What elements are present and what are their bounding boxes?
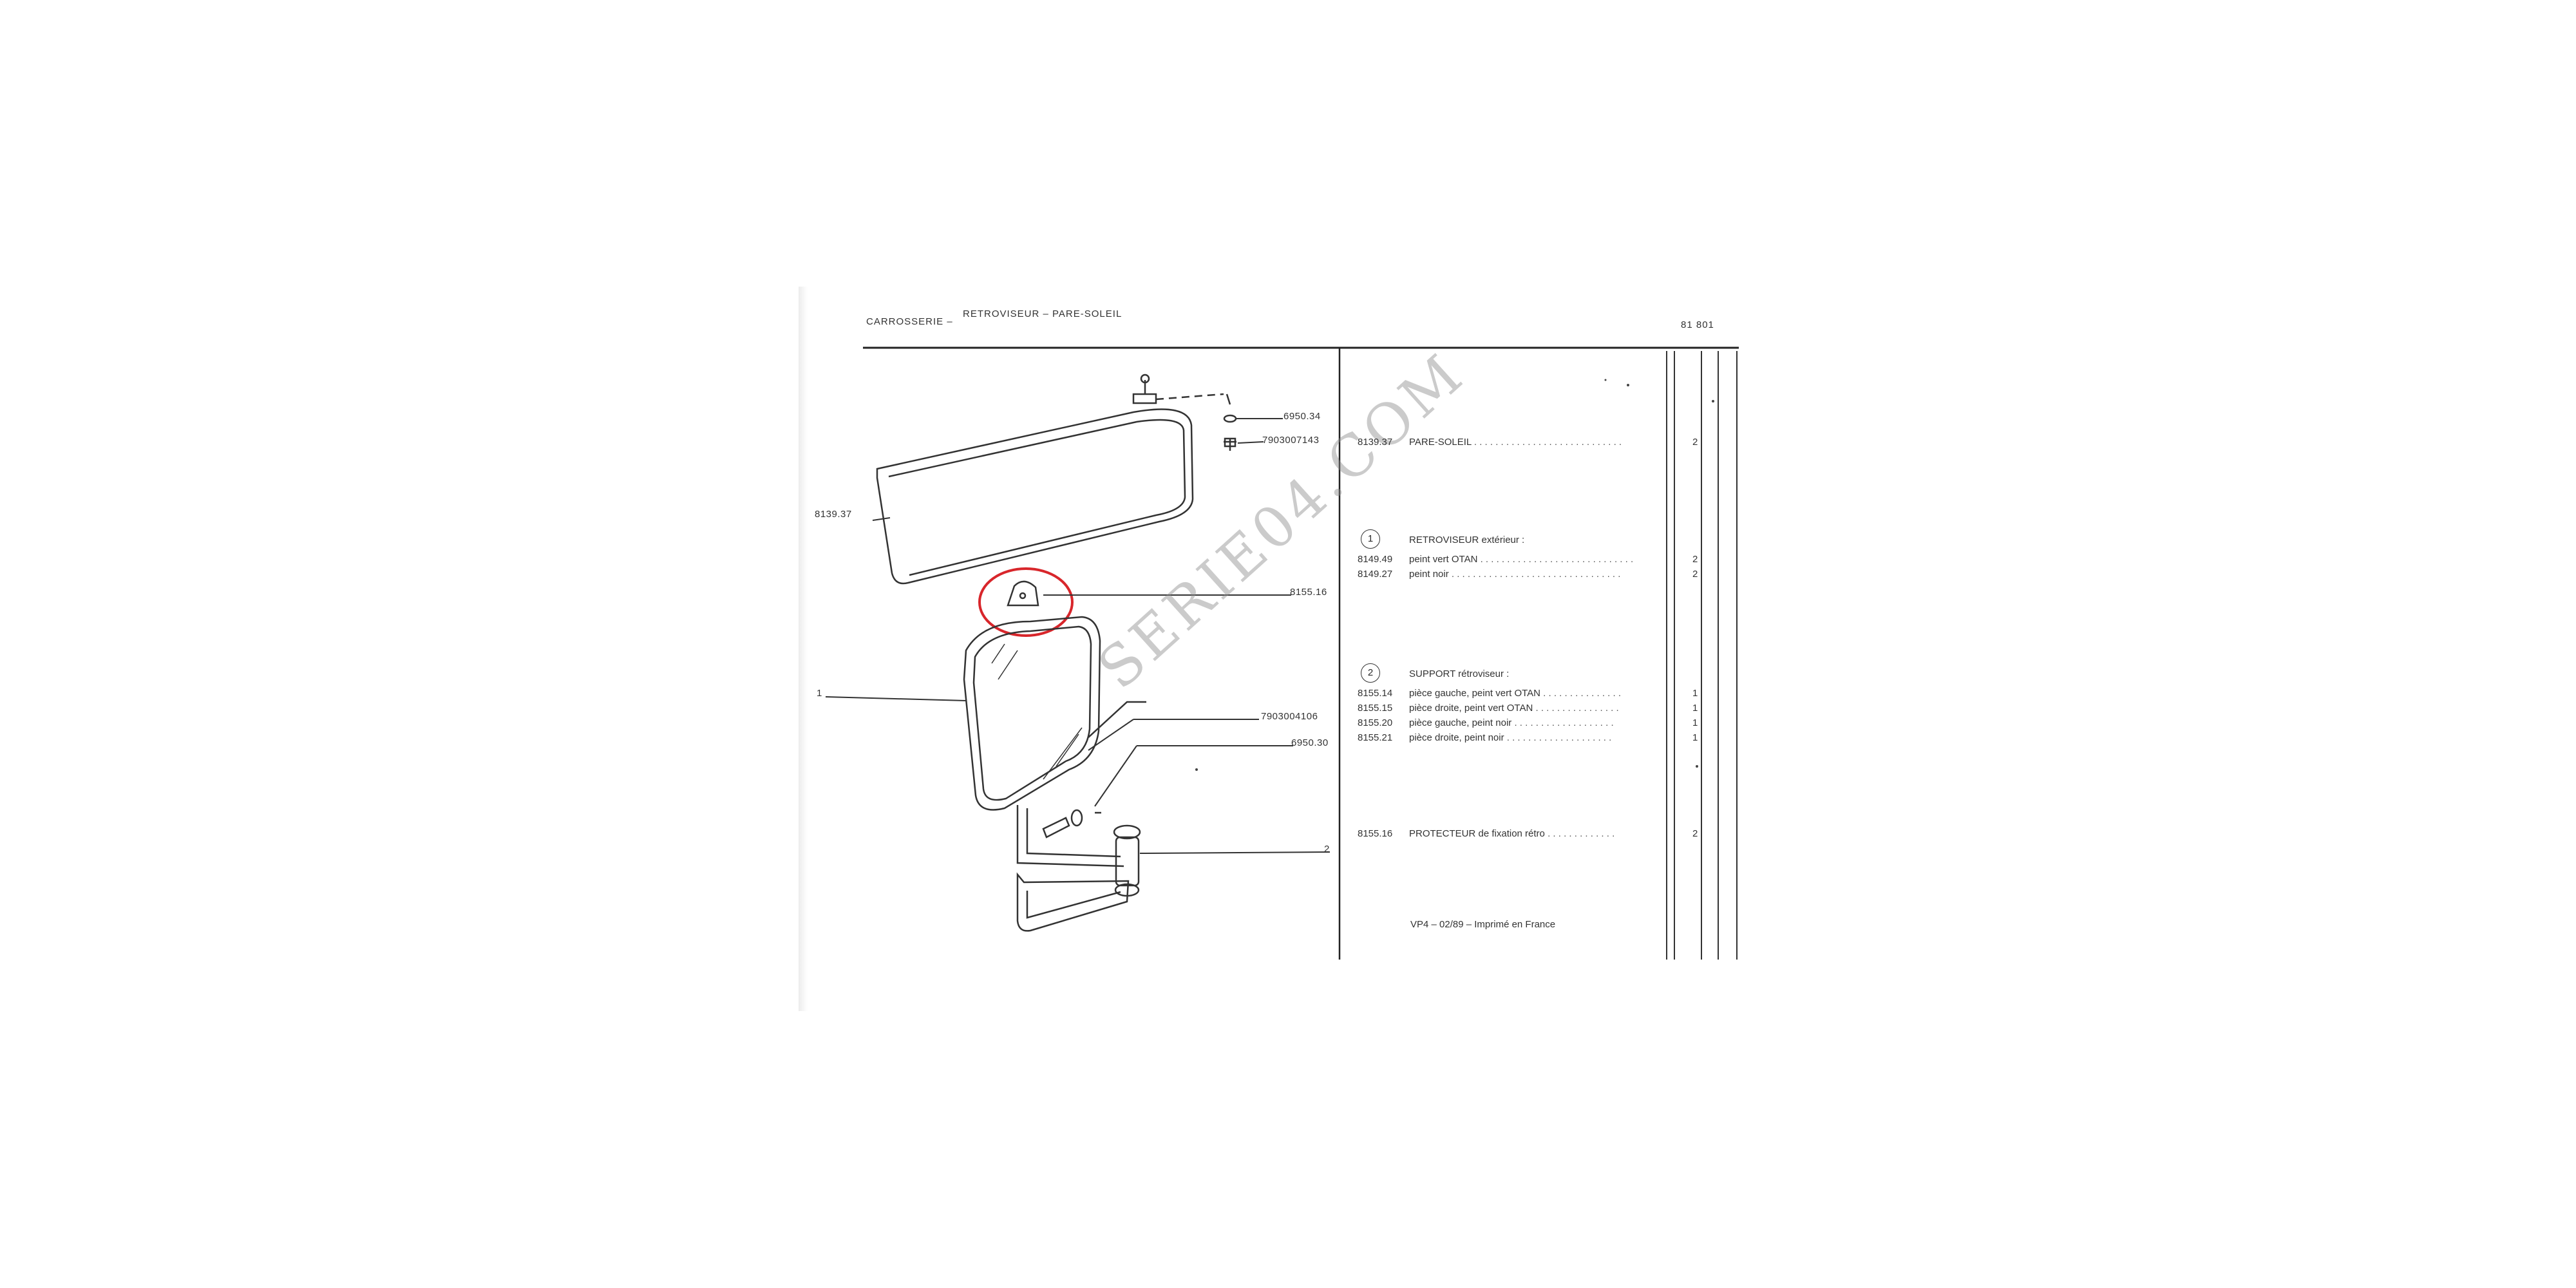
part-code: 8155.21 [1358,732,1393,743]
group-title: RETROVISEUR extérieur : [1409,535,1525,545]
callout-1: 1 [817,688,822,699]
group-title: SUPPORT rétroviseur : [1409,668,1510,679]
part-qty: 2 [1692,828,1698,839]
part-code: 8155.14 [1358,688,1393,699]
part-code: 8149.27 [1358,569,1393,580]
page-footer: VP4 – 02/89 – Imprimé en France [1410,919,1556,930]
page-edge [799,287,808,1011]
callout-8139-37: 8139.37 [815,509,852,520]
callout-7903007143: 7903007143 [1262,435,1320,446]
part-label: pièce gauche, peint noir [1409,717,1512,728]
part-label: peint noir [1409,569,1449,580]
part-code: 8149.49 [1358,554,1393,565]
catalog-page [799,283,1777,1011]
highlight-circle [978,567,1074,637]
protector-drawing [1007,580,1039,607]
part-code: 8155.16 [1358,828,1393,839]
part-label: peint vert OTAN [1409,554,1478,565]
support-drawing [1016,701,1146,932]
part-label: pièce gauche, peint vert OTAN [1409,688,1540,699]
part-code: 8139.37 [1358,437,1393,448]
callout-6950-34: 6950.34 [1283,411,1321,422]
page-ref: 81 801 [1681,319,1714,330]
part-code: 8155.15 [1358,703,1393,714]
part-qty: 1 [1692,717,1698,728]
part-code: 8155.20 [1358,717,1393,728]
page-title: RETROVISEUR – PARE-SOLEIL [963,308,1122,319]
part-label: pièce droite, peint noir [1409,732,1504,743]
callout-6950-30: 6950.30 [1291,737,1329,748]
leader-lines [825,418,1331,854]
section-label: CARROSSERIE – [866,316,953,327]
part-qty: 1 [1692,732,1698,743]
part-qty: 2 [1692,569,1698,580]
group-index-1: 1 [1361,529,1380,549]
part-label: PARE-SOLEIL [1409,437,1472,448]
sun-visor-drawing [876,374,1237,585]
callout-7903004106: 7903004106 [1261,711,1318,722]
part-qty: 1 [1692,688,1698,699]
callout-8155-16: 8155.16 [1290,587,1327,598]
part-qty: 2 [1692,554,1698,565]
part-qty: 1 [1692,703,1698,714]
part-qty: 2 [1692,437,1698,448]
part-label: PROTECTEUR de fixation rétro [1409,828,1545,839]
group-index-2: 2 [1361,663,1380,683]
callout-2: 2 [1324,844,1330,855]
mirror-drawing [963,616,1101,811]
part-label: pièce droite, peint vert OTAN [1409,703,1533,714]
